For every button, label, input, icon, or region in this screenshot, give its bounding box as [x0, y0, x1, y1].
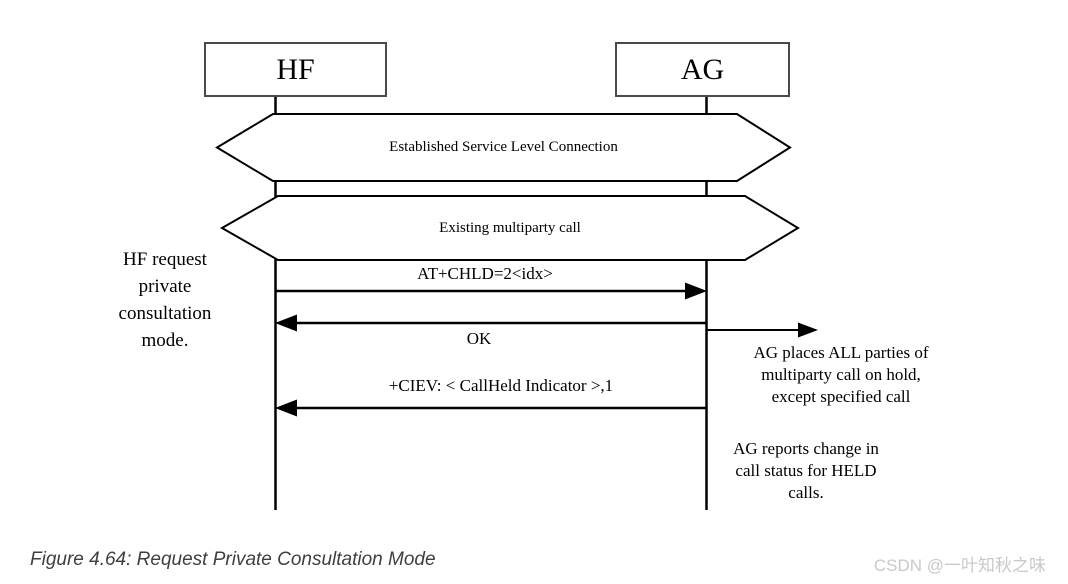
message-label-ciev: +CIEV: < CallHeld Indicator >,1	[388, 376, 614, 395]
state-label-slc: Established Service Level Connection	[389, 139, 618, 155]
note-line: private	[138, 276, 192, 297]
note-line: except specified call	[771, 387, 911, 406]
ag-action-arrowhead-icon	[798, 322, 818, 338]
chld-arrowhead-right-icon	[685, 282, 707, 300]
note-line: multiparty call on hold,	[761, 365, 921, 384]
note-line: AG reports change in	[733, 439, 879, 458]
note-line: calls.	[788, 483, 824, 502]
state-label-multiparty: Existing multiparty call	[439, 219, 581, 236]
actor-label-hf: HF	[276, 52, 315, 86]
actor-box-hf: HF	[204, 42, 387, 97]
note-line: HF request	[123, 249, 207, 270]
slc-state-hexagon	[215, 113, 792, 182]
note-line: mode.	[141, 330, 189, 351]
note-ag-hold: AG places ALL parties of multiparty call…	[716, 342, 966, 408]
figure-caption: Figure 4.64: Request Private Consultatio…	[30, 549, 436, 570]
note-line: consultation	[118, 303, 212, 324]
message-label-ok: OK	[466, 329, 492, 348]
note-hf-request: HF request private consultation mode.	[65, 246, 265, 354]
note-line: call status for HELD	[735, 461, 877, 480]
note-line: AG places ALL parties of	[753, 343, 929, 362]
note-ag-report: AG reports change in call status for HEL…	[681, 438, 931, 504]
message-label-chld: AT+CHLD=2<idx>	[417, 264, 553, 283]
multiparty-state-hexagon	[219, 195, 800, 261]
ok-arrowhead-left-icon	[275, 314, 297, 332]
actor-label-ag: AG	[680, 52, 725, 86]
watermark-text: CSDN @一叶知秋之味	[873, 556, 1046, 575]
actor-box-ag: AG	[615, 42, 790, 97]
ciev-arrowhead-left-icon	[275, 399, 297, 417]
